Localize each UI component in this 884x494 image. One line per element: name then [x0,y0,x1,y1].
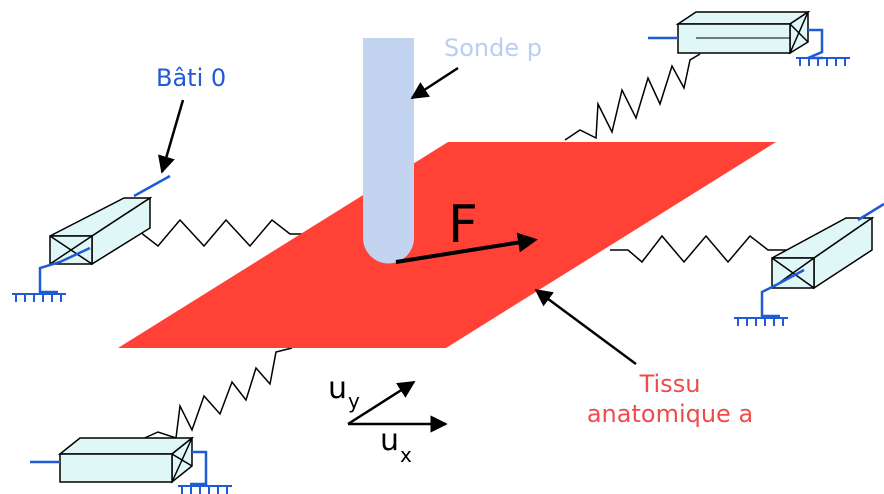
frame-link-right-base [760,268,805,318]
tissue-label-line1: Tissu [639,370,701,398]
box-top-right [675,10,811,55]
frame-link-bottom-left [190,450,208,486]
frame-link-left-base [38,246,91,294]
ground-top-right [796,57,850,66]
axis-uy-arrow [347,380,416,426]
force-arrow [395,232,538,264]
frame-link-top-right [807,28,824,60]
spring-right [610,234,800,264]
frame-link-right [857,202,884,222]
tissue-plane [118,142,776,348]
pointer-frame [158,99,185,174]
axis-uy-label: u [328,371,347,406]
axis-uy-sub: y [348,389,360,413]
frame-label: Bâti 0 [156,64,226,92]
pointer-probe [410,66,459,100]
spring-left [110,218,302,248]
frame-link-left [133,174,171,198]
axis-ux-label: u [380,423,399,458]
box-bottom-left [57,436,195,484]
box-right [771,216,875,290]
ground-bottom-left [178,485,232,494]
pointer-tissue [534,288,637,366]
tissue-label-line2: anatomique a [587,400,753,428]
force-label: F [448,195,478,255]
ground-right [734,317,788,326]
axis-ux-sub: x [400,443,412,467]
probe-label: Sonde p [444,34,542,62]
probe-shape [363,38,414,264]
ground-left [12,293,66,302]
spring-bottom-left [139,347,293,441]
spring-top-right [564,53,701,141]
box-left [49,196,153,266]
